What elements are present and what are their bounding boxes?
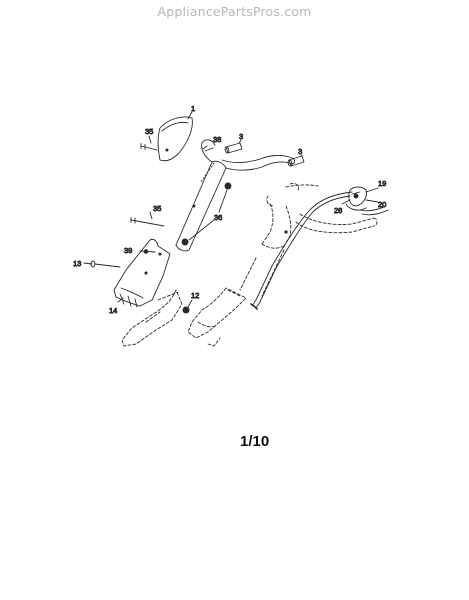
callout-39: 39 xyxy=(124,246,132,255)
nut-36-lower xyxy=(181,238,189,246)
callout-13: 13 xyxy=(73,259,81,268)
callout-3: 3 xyxy=(239,132,243,141)
leader-line xyxy=(149,211,153,220)
leader-line xyxy=(300,154,303,157)
callout-14: 14 xyxy=(109,306,117,315)
handlebar xyxy=(201,139,296,171)
leader-line xyxy=(218,189,228,213)
control-lever-assembly xyxy=(345,186,389,216)
bolt-35-lower xyxy=(130,217,165,227)
leader-line xyxy=(187,111,193,120)
screw-39 xyxy=(139,249,156,254)
callout-1: 1 xyxy=(191,104,195,113)
callout-35: 35 xyxy=(153,204,161,213)
leader-line xyxy=(117,297,124,303)
handle-tube xyxy=(175,160,227,252)
control-cable xyxy=(250,191,353,310)
tine-frame-right-dashed xyxy=(187,287,247,347)
nut-12 xyxy=(182,306,190,314)
callout-3: 3 xyxy=(298,147,302,156)
grip-3-right xyxy=(287,155,305,167)
nut-36-upper xyxy=(224,182,232,190)
bolt-35-upper xyxy=(140,143,158,151)
leader-line xyxy=(238,139,242,144)
callout-28: 28 xyxy=(334,206,342,215)
leader-line xyxy=(341,199,351,205)
callout-36: 36 xyxy=(214,213,222,222)
handle-frame-right-dashed xyxy=(239,183,378,297)
callout-38: 38 xyxy=(213,135,221,144)
callout-12: 12 xyxy=(191,291,199,300)
shield-cover xyxy=(157,116,193,162)
lower-bracket-14 xyxy=(113,238,171,308)
leader-line xyxy=(187,299,193,308)
leader-line xyxy=(148,135,152,144)
bolt-38 xyxy=(202,145,214,152)
leader-line xyxy=(365,187,379,193)
callout-19: 19 xyxy=(378,179,386,188)
leader-line xyxy=(365,199,379,203)
callout-35: 35 xyxy=(145,127,153,136)
callout-20: 20 xyxy=(378,200,386,209)
grip-3-left xyxy=(224,142,243,154)
leader-line xyxy=(188,219,215,241)
page-number: 1/10 xyxy=(240,433,270,450)
tine-frame-left-dashed xyxy=(121,289,183,347)
watermark: AppliancePartsPros.com xyxy=(157,4,312,19)
bolt-13 xyxy=(83,260,121,268)
